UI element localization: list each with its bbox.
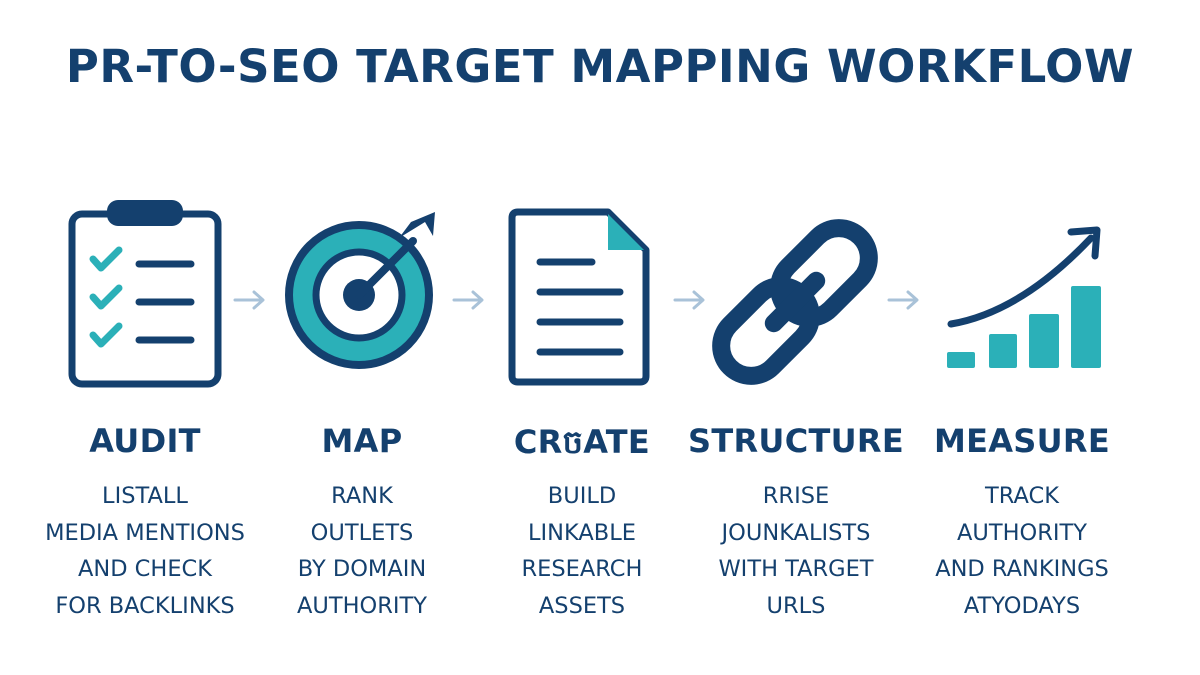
step-description-map: RANK OUTLETS BY DOMAIN AUTHORITY — [297, 483, 427, 619]
growth-chart-icon — [925, 192, 1125, 392]
step-title-audit: AUDIT — [89, 422, 201, 460]
arrow-right-icon — [672, 288, 708, 312]
arrow-right-icon — [232, 288, 268, 312]
page-title: PR-TO-SEO TARGET MAPPING WORKFLOW — [65, 40, 1135, 93]
step-description-measure: TRACK AUTHORITY AND RANKINGS ATYODAYS — [935, 483, 1109, 619]
clipboard-checklist-icon — [45, 192, 245, 392]
step-description-create: BUILD LINKABLE RESEARCH ASSETS — [521, 483, 643, 619]
step-title-create: CRចATE — [513, 423, 651, 461]
step-title-measure: MEASURE — [933, 422, 1111, 460]
step-title-structure: STRUCTURE — [688, 422, 904, 460]
arrow-right-icon — [451, 288, 487, 312]
step-title-map: MAP — [321, 422, 403, 460]
chain-link-icon — [695, 192, 895, 392]
document-icon — [480, 192, 680, 392]
target-dart-icon — [265, 192, 465, 392]
arrow-right-icon — [886, 288, 922, 312]
step-description-audit: LISTALL MEDIA MENTIONS AND CHECK FOR BAC… — [45, 483, 245, 619]
step-description-structure: RRISE JOUNKALISTS WITH TARGET URLs — [718, 483, 874, 619]
